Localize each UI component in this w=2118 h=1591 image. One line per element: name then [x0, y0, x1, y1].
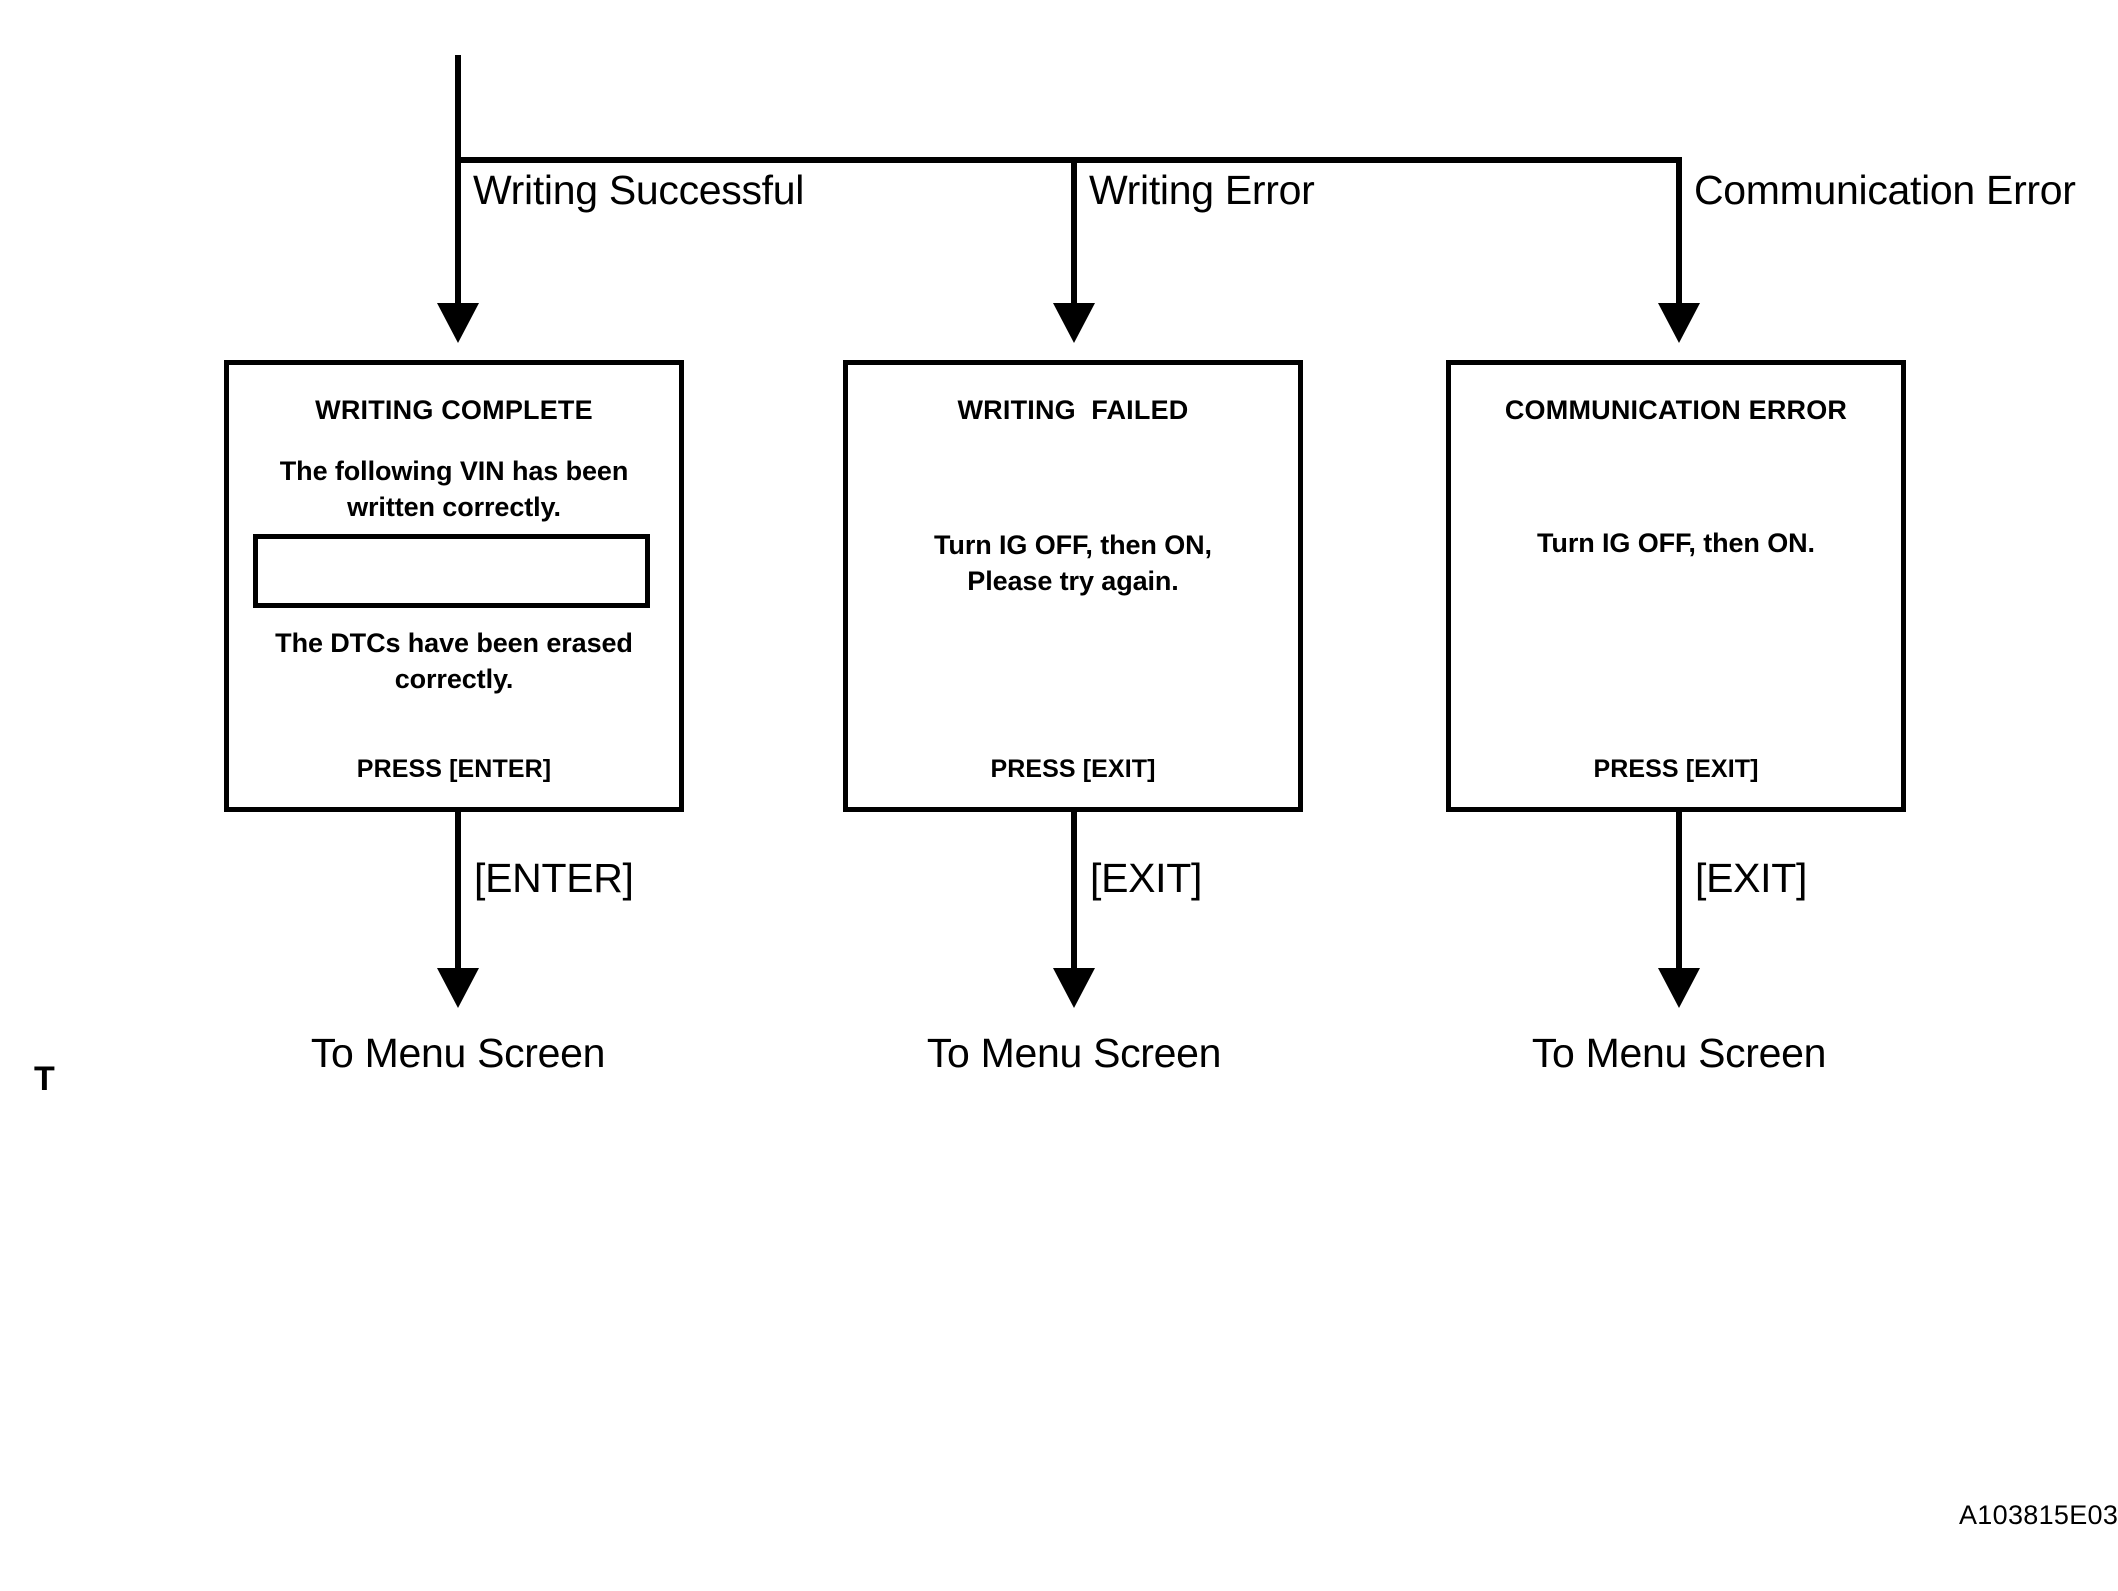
branch-2-connector — [1071, 157, 1077, 305]
branch-2-label: Writing Error — [1089, 167, 1315, 213]
screen-2-footer: PRESS [EXIT] — [990, 755, 1156, 783]
branch-1-key-label: [ENTER] — [474, 855, 634, 901]
screen-box-writing-complete: WRITING COMPLETE The following VIN has b… — [224, 360, 684, 812]
screen-2-title: WRITING FAILED — [957, 395, 1189, 425]
branch-1-exit-arrowhead — [437, 968, 479, 1008]
branch-3-arrowhead — [1658, 303, 1700, 343]
screen-3-body-line-1: Turn IG OFF, then ON. — [1537, 528, 1815, 558]
screen-3-title: COMMUNICATION ERROR — [1504, 395, 1848, 425]
screen-1-title: WRITING COMPLETE — [315, 395, 593, 425]
screen-2-body-line-2: Please try again. — [967, 566, 1179, 596]
branch-3-exit-line — [1676, 812, 1682, 974]
branch-2-exit-line — [1071, 812, 1077, 974]
branch-3-connector — [1676, 157, 1682, 305]
screen-1-body-2-line-1: The DTCs have been erased — [275, 628, 633, 658]
screen-2-body-line-1: Turn IG OFF, then ON, — [934, 530, 1212, 560]
screen-3-footer: PRESS [EXIT] — [1593, 755, 1759, 783]
screen-1-body-line-1: The following VIN has been — [279, 456, 629, 486]
trunk-line — [455, 55, 461, 163]
branch-3-exit-arrowhead — [1658, 968, 1700, 1008]
branch-1-terminal: To Menu Screen — [310, 1030, 606, 1076]
branch-2-key-label: [EXIT] — [1090, 855, 1203, 901]
figure-reference-code: A103815E03 — [1959, 1500, 2118, 1530]
branch-1-arrowhead — [437, 303, 479, 343]
branch-2-arrowhead — [1053, 303, 1095, 343]
branch-1-label: Writing Successful — [473, 167, 805, 213]
branch-2-terminal: To Menu Screen — [926, 1030, 1222, 1076]
branch-3-label: Communication Error — [1694, 167, 2076, 213]
screen-1-body-line-2: written correctly. — [347, 492, 561, 522]
branch-1-connector — [455, 157, 461, 305]
branch-3-key-label: [EXIT] — [1695, 855, 1808, 901]
screen-1-body-2-line-2: correctly. — [394, 664, 514, 694]
branch-1-exit-line — [455, 812, 461, 974]
branch-3-terminal: To Menu Screen — [1531, 1030, 1827, 1076]
screen-box-writing-failed: WRITING FAILED Turn IG OFF, then ON, Ple… — [843, 360, 1303, 812]
vin-value-field[interactable] — [253, 534, 650, 608]
page-section-marker: T — [34, 1060, 55, 1098]
branch-2-exit-arrowhead — [1053, 968, 1095, 1008]
screen-1-footer: PRESS [ENTER] — [356, 755, 552, 783]
branch-distribution-bar — [455, 157, 1682, 163]
screen-box-communication-error: COMMUNICATION ERROR Turn IG OFF, then ON… — [1446, 360, 1906, 812]
